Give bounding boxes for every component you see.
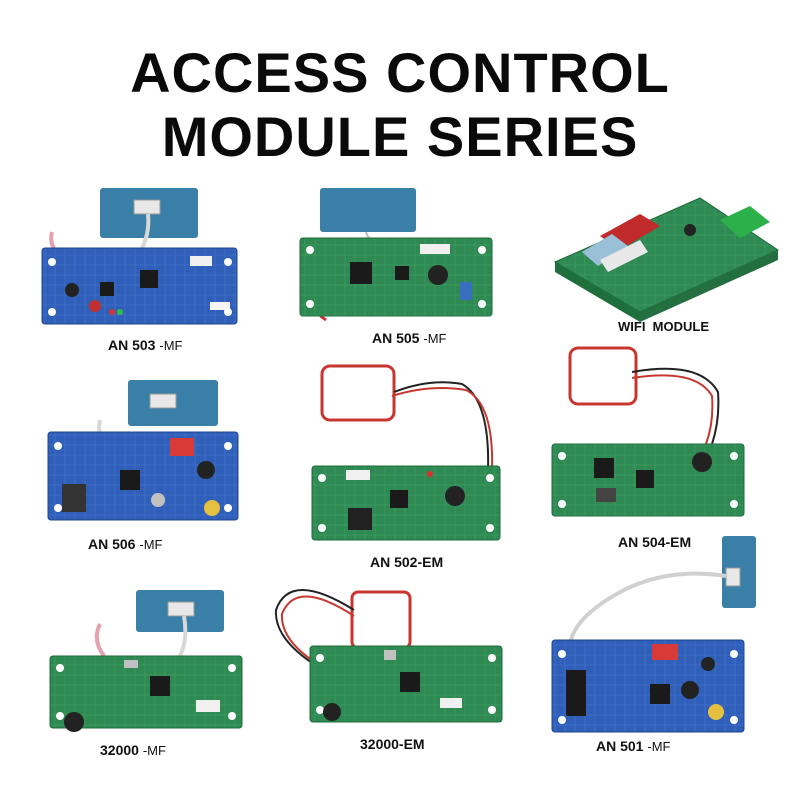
model-name: AN 505 [372, 330, 420, 346]
model-name: AN 503 [108, 337, 156, 353]
antenna-coil [320, 364, 396, 422]
model-name: AN 504-EM [618, 534, 692, 550]
antenna-coil [350, 590, 412, 650]
module-an506-photo [47, 380, 239, 521]
model-name: AN 501 [596, 738, 644, 754]
pcb-board [551, 639, 745, 733]
label-wifi-module: WIFI MODULE [618, 319, 709, 334]
model-suffix: -MF [159, 338, 183, 353]
model-name: 32000 [100, 742, 139, 758]
antenna-coil [568, 346, 638, 406]
page-title-line2: MODULE SERIES [161, 105, 639, 168]
model-suffix: -MF [423, 331, 447, 346]
model-suffix: -MF [139, 537, 163, 552]
label-32000mf: 32000 -MF [100, 742, 166, 758]
module-an503-photo [41, 188, 238, 325]
module-an502-photo [311, 364, 501, 541]
page-title-line1: ACCESS CONTROL [130, 41, 670, 104]
label-an506: AN 506 -MF [88, 536, 162, 552]
antenna-pad [320, 188, 416, 232]
pcb-board [49, 655, 243, 729]
module-32000mf-photo [49, 590, 243, 732]
module-an504-photo [551, 346, 745, 517]
model-name: AN 506 [88, 536, 136, 552]
model-name: 32000-EM [360, 736, 425, 752]
label-an505: AN 505 -MF [372, 330, 446, 346]
label-an504: AN 504-EM [618, 534, 691, 550]
model-name: WIFI MODULE [618, 319, 709, 334]
module-wifi-photo [553, 197, 780, 322]
module-an501-photo [551, 536, 756, 733]
label-an503: AN 503 -MF [108, 337, 182, 353]
module-32000em-photo [274, 589, 503, 723]
label-32000em: 32000-EM [360, 736, 425, 752]
label-an501: AN 501 -MF [596, 738, 670, 754]
model-suffix: -MF [142, 743, 166, 758]
model-name: AN 502-EM [370, 554, 444, 570]
model-suffix: -MF [647, 739, 671, 754]
module-an505-photo [299, 188, 493, 322]
label-an502: AN 502-EM [370, 554, 443, 570]
